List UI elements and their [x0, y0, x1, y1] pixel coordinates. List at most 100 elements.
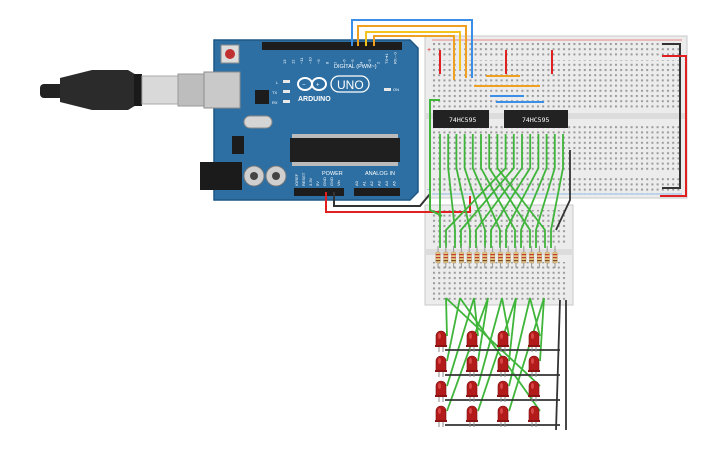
usb-port [203, 71, 241, 109]
resistor[interactable] [544, 246, 550, 268]
resistor-array[interactable] [435, 246, 558, 268]
pin-label: A0 [354, 180, 359, 186]
red-led[interactable] [497, 405, 509, 427]
resistor[interactable] [505, 246, 511, 268]
resistor[interactable] [490, 246, 496, 268]
resistor[interactable] [435, 246, 441, 268]
jumper-wire[interactable] [520, 134, 548, 248]
led-matrix[interactable] [435, 330, 540, 427]
red-led[interactable] [497, 380, 509, 402]
pin-label: 5V [315, 181, 320, 186]
pin-label: ~11 [299, 57, 304, 64]
jumper-wire[interactable] [550, 134, 564, 248]
red-led[interactable] [466, 405, 478, 427]
led-anode-wire[interactable] [477, 297, 517, 412]
tx-led-label: TX [272, 90, 277, 95]
jumper-wire[interactable] [505, 134, 540, 248]
pin-label: 3.3V [308, 177, 313, 186]
led-anode-wire[interactable] [501, 297, 510, 337]
red-led[interactable] [435, 405, 447, 427]
pin-label: IOREF [294, 173, 299, 186]
jumper-wire[interactable] [490, 134, 532, 248]
red-led[interactable] [466, 380, 478, 402]
red-led[interactable] [435, 355, 447, 377]
led-anode-wire[interactable] [473, 297, 479, 337]
pin-label: GND [322, 177, 327, 186]
pin-label: ~10 [308, 56, 313, 64]
chip-to-resistor-wires[interactable] [439, 134, 564, 248]
red-led[interactable] [466, 330, 478, 352]
resistor[interactable] [458, 246, 464, 268]
power-header-label: POWER [322, 171, 343, 177]
resistor[interactable] [482, 246, 488, 268]
chip-2-label: 74HC595 [522, 116, 549, 124]
l-led-label: L [276, 80, 279, 85]
red-led[interactable] [497, 330, 509, 352]
led-anode-wire[interactable] [529, 297, 541, 337]
power-jumpers[interactable] [439, 50, 553, 74]
svg-text:+: + [316, 83, 320, 89]
resistor[interactable] [513, 246, 519, 268]
resistor[interactable] [474, 246, 480, 268]
led-anode-wire[interactable] [445, 297, 541, 387]
led-anode-wire[interactable] [445, 297, 448, 337]
jumper-wire[interactable] [447, 134, 456, 248]
resistor[interactable] [552, 246, 558, 268]
shift-register-chip-2[interactable]: 74HC595 [504, 110, 568, 128]
digital-header-label: DIGITAL (PWM~) [334, 64, 377, 70]
jumper-wire[interactable] [460, 134, 515, 248]
led-anode-wire[interactable] [477, 297, 503, 387]
digital-header [262, 42, 402, 50]
led-anode-wire[interactable] [508, 297, 545, 412]
jumper-wire[interactable] [535, 134, 556, 248]
jumper-wire[interactable] [475, 134, 523, 248]
resistor[interactable] [443, 246, 449, 268]
power-jack [200, 162, 242, 190]
analog-header-label: ANALOG IN [365, 171, 395, 177]
red-led[interactable] [528, 355, 540, 377]
pin-label: ~5 [350, 59, 355, 64]
resistor[interactable] [521, 246, 527, 268]
resistor[interactable] [536, 246, 542, 268]
red-led[interactable] [528, 405, 540, 427]
on-led-label: ON [393, 87, 399, 92]
red-led[interactable] [435, 330, 447, 352]
red-led[interactable] [435, 380, 447, 402]
model-label: UNO [337, 78, 364, 92]
red-led[interactable] [528, 380, 540, 402]
jumper-wire[interactable] [455, 134, 471, 248]
pin-label: RESET [301, 172, 306, 186]
led-anode-wire[interactable] [459, 297, 541, 412]
pin-label: ~3 [367, 59, 372, 64]
pin-label: ~6 [342, 59, 347, 64]
chip-1-label: 74HC595 [449, 116, 476, 124]
power-header [294, 188, 344, 196]
jumper-wire[interactable] [445, 134, 507, 248]
red-led[interactable] [466, 355, 478, 377]
pin-label: GND [329, 177, 334, 186]
resistor[interactable] [529, 246, 535, 268]
red-led[interactable] [528, 330, 540, 352]
data-wires[interactable] [351, 19, 544, 103]
red-led[interactable] [497, 355, 509, 377]
ground-wires[interactable] [555, 150, 571, 431]
shift-register-chip-1[interactable]: 74HC595 [433, 110, 489, 128]
pin-label: A3 [377, 180, 382, 186]
led-anode-wire[interactable] [446, 297, 489, 412]
resistor[interactable] [497, 246, 503, 268]
crystal-oscillator [243, 115, 273, 129]
resistor[interactable] [466, 246, 472, 268]
main-breadboard[interactable]: + − [424, 35, 688, 199]
pin-label: 12 [291, 59, 296, 64]
resistor[interactable] [451, 246, 457, 268]
reset-button[interactable] [220, 44, 240, 64]
pin-label: TX➜1 [384, 53, 389, 64]
capacitors [243, 165, 287, 187]
pin-label: 7 [333, 61, 338, 64]
usb-cable-icon[interactable] [40, 70, 209, 110]
led-wires[interactable] [445, 297, 560, 426]
pin-label: ~9 [316, 59, 321, 64]
